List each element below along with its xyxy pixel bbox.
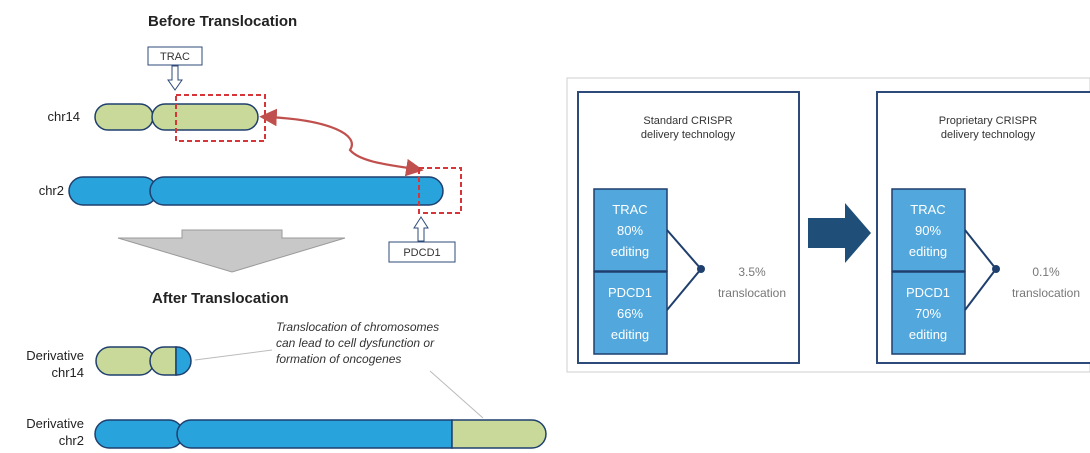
note-line-1: Translocation of chromosomes — [276, 320, 439, 334]
derivative-chr2-label-line-2: chr2 — [59, 433, 84, 448]
proprietary-trac-line-1: TRAC — [910, 202, 945, 217]
proprietary-trac-line-3: editing — [909, 244, 947, 259]
improvement-arrow-icon — [808, 203, 871, 263]
standard-title-line-2: delivery technology — [641, 129, 736, 141]
standard-translocation-label: translocation — [718, 286, 786, 300]
standard-trac-box — [593, 188, 668, 272]
standard-pdcd1-line-3: editing — [611, 327, 649, 342]
note-line-2: can lead to cell dysfunction or — [276, 336, 435, 350]
standard-trac-line-2: 80% — [617, 223, 643, 238]
standard-trac-line-3: editing — [611, 244, 649, 259]
standard-trac-line-1: TRAC — [612, 202, 647, 217]
chr2-chromosome — [68, 176, 444, 206]
chr14-chromosome — [94, 103, 259, 131]
derivative-chr14-label-line-2: chr14 — [51, 365, 84, 380]
standard-pdcd1-box — [593, 271, 668, 355]
standard-join-dot — [697, 265, 705, 273]
trac-callout-label: TRAC — [160, 51, 190, 63]
proprietary-pdcd1-box — [891, 271, 966, 355]
proprietary-translocation-pct: 0.1% — [1032, 265, 1060, 279]
note-pointer-line-1 — [194, 349, 273, 361]
swap-arrow — [259, 108, 424, 177]
proprietary-pdcd1-line-3: editing — [909, 327, 947, 342]
proprietary-title-line-2: delivery technology — [941, 129, 1036, 141]
process-down-arrow-icon — [117, 229, 346, 273]
after-translocation-title: After Translocation — [152, 290, 289, 307]
proprietary-crispr-panel: Proprietary CRISPR delivery technology T… — [876, 91, 1090, 364]
derivative-chr14-label-line-1: Derivative — [26, 348, 84, 363]
derivative-chr14-chromosome — [95, 346, 192, 376]
proprietary-trac-line-2: 90% — [915, 223, 941, 238]
before-translocation-title: Before Translocation — [148, 13, 297, 30]
standard-title-line-1: Standard CRISPR — [643, 115, 732, 127]
chr2-label: chr2 — [39, 183, 64, 198]
derivative-chr2-chromosome — [94, 419, 547, 449]
proprietary-title-line-1: Proprietary CRISPR — [939, 115, 1037, 127]
standard-translocation-pct: 3.5% — [738, 265, 766, 279]
trac-callout: TRAC — [147, 46, 203, 91]
derivative-chr2-label-line-1: Derivative — [26, 416, 84, 431]
pdcd1-callout: PDCD1 — [388, 216, 456, 263]
proprietary-pdcd1-line-2: 70% — [915, 306, 941, 321]
proprietary-trac-box — [891, 188, 966, 272]
pdcd1-up-arrow-icon — [413, 216, 429, 242]
standard-pdcd1-line-2: 66% — [617, 306, 643, 321]
standard-crispr-panel: Standard CRISPR delivery technology TRAC… — [577, 91, 800, 364]
pdcd1-callout-label: PDCD1 — [403, 247, 440, 259]
chr14-label: chr14 — [47, 109, 80, 124]
note-line-3: formation of oncogenes — [276, 352, 401, 366]
chr2-break-region — [418, 167, 462, 214]
note-pointer-line-2 — [429, 370, 484, 419]
trac-down-arrow-icon — [167, 65, 183, 91]
proprietary-pdcd1-line-1: PDCD1 — [906, 285, 950, 300]
proprietary-join-dot — [992, 265, 1000, 273]
proprietary-translocation-label: translocation — [1012, 286, 1080, 300]
standard-pdcd1-line-1: PDCD1 — [608, 285, 652, 300]
